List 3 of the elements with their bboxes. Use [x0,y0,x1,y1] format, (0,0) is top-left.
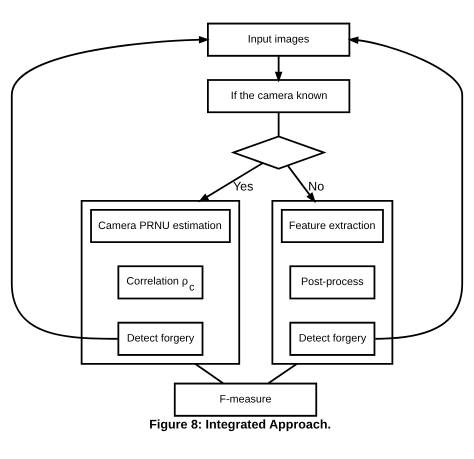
caption: Figure 8: Integrated Approach. [149,417,331,432]
edge-label: No [308,178,324,193]
edge-label: Yes [232,178,254,193]
